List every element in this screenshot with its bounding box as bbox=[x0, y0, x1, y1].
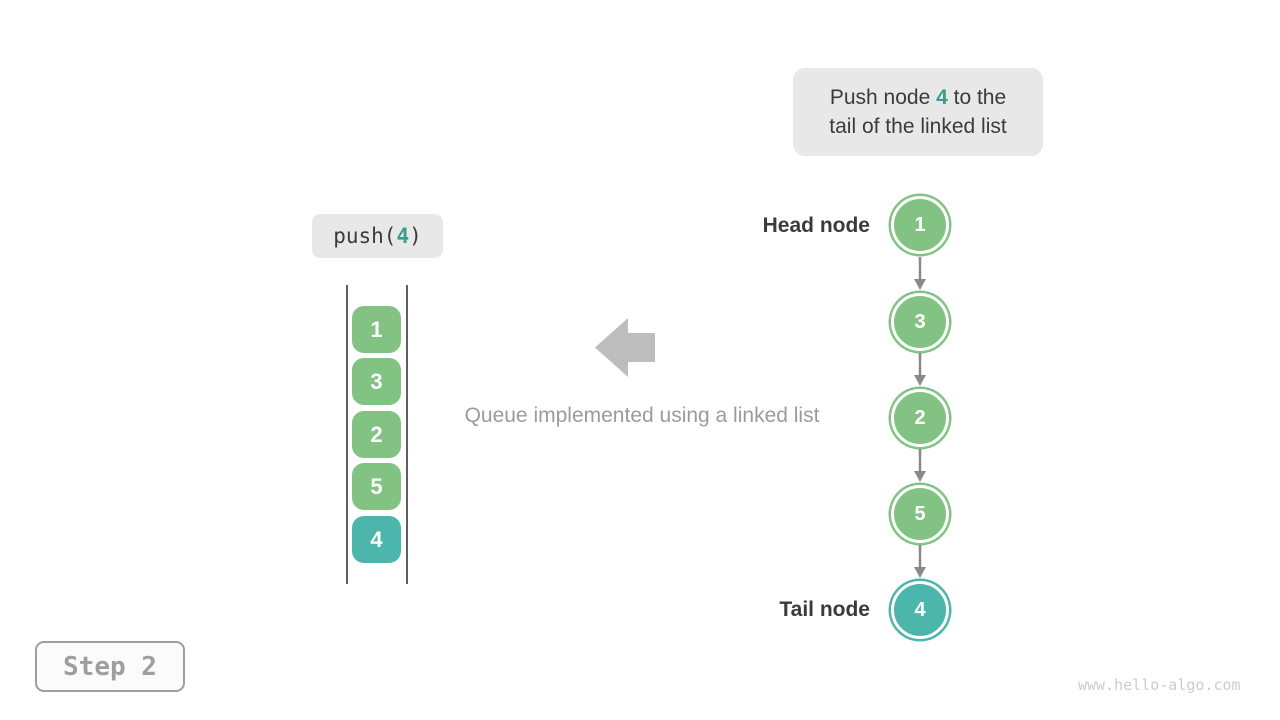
linked-list-node: 5 bbox=[891, 485, 949, 543]
step-badge: Step 2 bbox=[35, 641, 185, 692]
down-arrow-icon bbox=[914, 449, 926, 482]
operation-prefix: push( bbox=[333, 224, 397, 248]
queue-item: 2 bbox=[352, 411, 401, 458]
operation-suffix: ) bbox=[409, 224, 422, 248]
linked-list-node: 1 bbox=[891, 196, 949, 254]
annotation-text: to the bbox=[947, 86, 1007, 109]
linked-list-node: 2 bbox=[891, 389, 949, 447]
annotation-text: Push node bbox=[829, 86, 937, 109]
queue-rail-left bbox=[346, 285, 348, 584]
linked-list-node: 3 bbox=[891, 293, 949, 351]
down-arrow-icon bbox=[914, 545, 926, 578]
down-arrow-icon bbox=[914, 257, 926, 290]
queue-item: 1 bbox=[352, 306, 401, 353]
annotation-line1: Push node 4 to the bbox=[830, 83, 1006, 112]
operation-label: push(4) bbox=[312, 214, 443, 258]
down-arrow-icon bbox=[914, 353, 926, 386]
head-node-label: Head node bbox=[762, 214, 870, 237]
left-block-arrow-icon bbox=[595, 318, 655, 377]
annotation-line2: tail of the linked list bbox=[829, 115, 1007, 138]
watermark: www.hello-algo.com bbox=[1078, 676, 1241, 694]
annotation-highlight-value: 4 bbox=[936, 86, 948, 109]
queue-item: 5 bbox=[352, 463, 401, 510]
tail-node-label: Tail node bbox=[779, 598, 870, 621]
annotation-box: Push node 4 to the tail of the linked li… bbox=[793, 68, 1043, 156]
queue-item: 3 bbox=[352, 358, 401, 405]
queue-item: 4 bbox=[352, 516, 401, 563]
queue-rail-right bbox=[406, 285, 408, 584]
step-badge-label: Step 2 bbox=[63, 651, 157, 682]
operation-arg-value: 4 bbox=[396, 224, 410, 248]
caption-text: Queue implemented using a linked list bbox=[464, 404, 820, 427]
linked-list-node: 4 bbox=[891, 581, 949, 639]
